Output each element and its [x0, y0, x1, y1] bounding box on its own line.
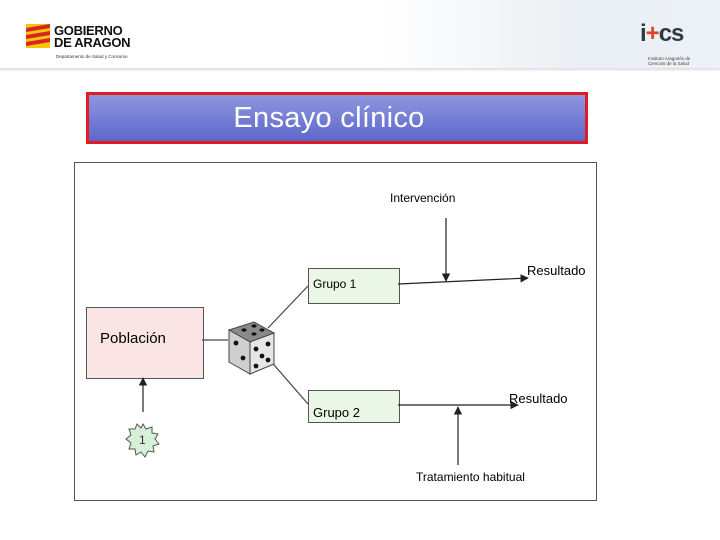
gov-logo-subtitle: Departamento de Salud y Consumo	[56, 54, 128, 59]
grupo-2-label: Grupo 2	[313, 405, 360, 420]
badge-starburst-icon	[125, 422, 160, 458]
gobierno-aragon-logo: GOBIERNO DE ARAGON Departamento de Salud…	[26, 24, 156, 64]
header-divider	[0, 68, 720, 71]
iacs-logo-mark: i+cs	[640, 20, 684, 48]
dice-icon	[227, 321, 276, 375]
gov-logo-line1: GOBIERNO	[54, 23, 123, 38]
resultado-2-label: Resultado	[509, 391, 568, 406]
resultado-1-label: Resultado	[527, 263, 586, 278]
aragon-flag-icon	[26, 24, 50, 48]
intervencion-label: Intervención	[390, 191, 456, 205]
iacs-logo-text: i+cs	[640, 20, 684, 47]
page-title: Ensayo clínico	[233, 101, 425, 134]
grupo-2-box	[308, 390, 400, 423]
poblacion-box	[86, 307, 204, 379]
tratamiento-label: Tratamiento habitual	[416, 470, 525, 484]
poblacion-label: Población	[100, 330, 166, 347]
grupo-1-to-resultado-arrow	[397, 274, 529, 285]
dice-to-grupo-1-line	[267, 285, 309, 329]
grupo-1-label: Grupo 1	[313, 277, 357, 291]
badge-label: 1	[139, 433, 146, 447]
header-background	[380, 0, 720, 70]
iacs-plus-mark: +	[645, 20, 660, 47]
dice-to-grupo-2-line	[267, 357, 309, 405]
iacs-logo-subtitle: Instituto Aragonés de Ciencias de la Sal…	[648, 56, 691, 66]
title-banner: Ensayo clínico	[86, 92, 588, 144]
grupo-1-box	[308, 268, 400, 304]
gov-logo-line2: DE ARAGON	[54, 35, 131, 50]
iacs-logo: i+cs Instituto Aragonés de Ciencias de l…	[640, 20, 710, 70]
